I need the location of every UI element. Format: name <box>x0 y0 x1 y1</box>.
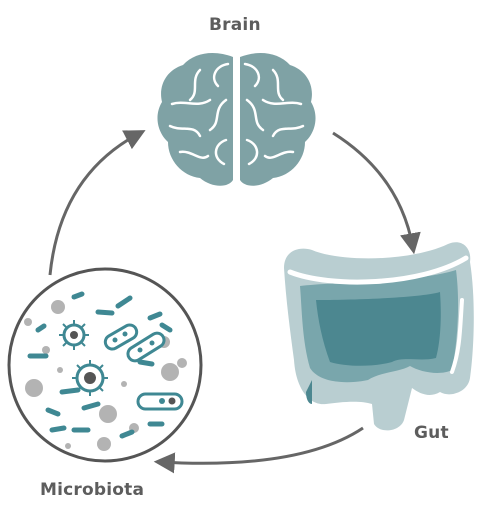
gut-label: Gut <box>414 423 449 443</box>
microbes-icon <box>7 267 203 463</box>
arrow-microbiota-to-brain <box>48 130 146 276</box>
arrow-brain-to-gut <box>332 131 421 255</box>
brain-icon <box>157 53 316 186</box>
brain-label: Brain <box>209 15 261 35</box>
arrow-gut-to-microbiota <box>153 426 364 474</box>
intestine-icon <box>284 242 474 431</box>
microbiota-label: Microbiota <box>40 480 145 500</box>
